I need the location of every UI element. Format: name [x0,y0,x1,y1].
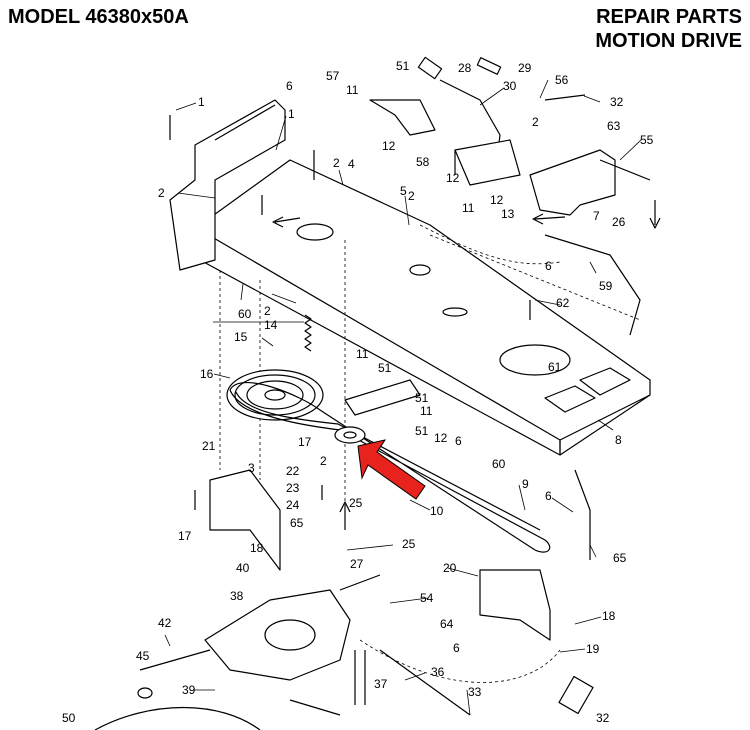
callout-60: 60 [238,307,252,321]
callout-32: 32 [610,95,624,109]
callout-42: 45 [136,649,150,663]
callout-17: 17 [178,529,192,543]
callout-2: 2 [408,189,415,203]
callout-12: 13 [501,207,515,221]
callout-21: 22 [286,464,300,478]
callout-11: 11 [462,201,475,215]
callout-29: 30 [503,79,517,93]
large-pulley [226,369,324,421]
callout-36: 37 [374,677,388,691]
section-title-line2: MOTION DRIVE [595,30,742,52]
callout-18: 19 [586,642,600,656]
frame-hole-large [499,344,571,376]
callout-23: 24 [286,498,300,512]
callout-6: 6 [286,79,293,93]
callout-1: 1 [198,95,205,109]
callout-12: 12 [382,139,396,153]
callout-45: 50 [62,711,76,725]
callout-39: 40 [236,561,250,575]
red-arrow [357,439,426,500]
callout-50: 51 [396,59,410,73]
callout-12: 12 [446,171,460,185]
right-mount-bracket [479,569,551,641]
callout-6: 6 [455,434,462,448]
callout-25: 26 [612,215,626,229]
washer [137,687,153,699]
callout-28: 29 [518,61,532,75]
callout-5: 5 [400,184,407,198]
callout-labels: 1 1 2 2 2 2 2 2 3 4 5 6 6 6 6 6 7 8 9 10… [62,59,654,725]
frame-front [559,394,651,456]
rear-bracket [169,99,286,271]
idler-pulley [334,426,366,444]
frame-hole [296,223,334,241]
callout-59: 60 [492,457,506,471]
callout-8: 9 [522,477,529,491]
callout-62: 63 [607,119,621,133]
callout-2: 2 [320,454,327,468]
callout-2: 2 [158,186,165,200]
control-rod [544,234,641,336]
callout-51: 51 [378,361,392,375]
callout-20: 21 [202,439,216,453]
callout-30: 32 [596,711,610,725]
frame-top-plate [199,159,651,441]
callout-11: 12 [434,431,448,445]
drive-belt [229,381,551,553]
callout-55: 56 [555,73,569,87]
callout-57: 58 [416,155,430,169]
callout-7: 8 [615,433,622,447]
callout-56: 57 [326,69,340,83]
callout-2: 2 [333,156,340,170]
callout-37: 38 [230,589,244,603]
callout-51: 51 [415,424,429,438]
callout-40: 42 [158,616,172,630]
callout-11: 11 [346,83,359,97]
callout-12: 12 [490,193,504,207]
model-title: MODEL 46380x50A [8,6,189,28]
callout-65: 65 [613,551,627,565]
callout-19: 20 [443,561,457,575]
callout-51: 51 [415,391,429,405]
callout-14: 15 [234,330,248,344]
callout-63: 64 [440,617,454,631]
callout-6: 6 [545,489,552,503]
callout-2: 2 [264,304,271,318]
callout-58: 59 [599,279,613,293]
callout-22: 23 [286,481,300,495]
callout-15: 16 [200,367,214,381]
callout-25: 25 [402,537,416,551]
callout-33: 36 [431,665,445,679]
callout-16: 17 [298,435,312,449]
callout-54: 55 [640,133,654,147]
spring [304,314,312,352]
right-bracket [529,149,616,216]
callout-3: 3 [248,461,255,475]
callout-61: 62 [556,296,570,310]
callout-26: 27 [350,557,364,571]
callout-18: 18 [250,541,264,555]
callout-1: 1 [288,107,295,121]
callout-27: 28 [458,61,472,75]
callout-38: 39 [182,683,196,697]
callout-11: 11 [356,347,369,361]
callout-24: 25 [349,496,363,510]
callout-6: 6 [453,641,460,655]
callout-32: 33 [468,685,482,699]
callout-17: 18 [602,609,616,623]
callout-6: 6 [545,259,552,273]
callout-10: 11 [420,404,433,418]
callout-13: 14 [264,318,278,332]
callout-6: 7 [593,209,600,223]
callout-51: 54 [420,591,434,605]
callout-64: 65 [290,516,304,530]
callout-2: 2 [532,115,539,129]
transaxle [204,589,351,681]
callout-4: 4 [348,157,355,171]
section-title-line1: REPAIR PARTS [596,6,742,28]
callout-9: 10 [430,504,444,518]
callout-60: 61 [548,360,562,374]
left-bracket [209,469,281,571]
